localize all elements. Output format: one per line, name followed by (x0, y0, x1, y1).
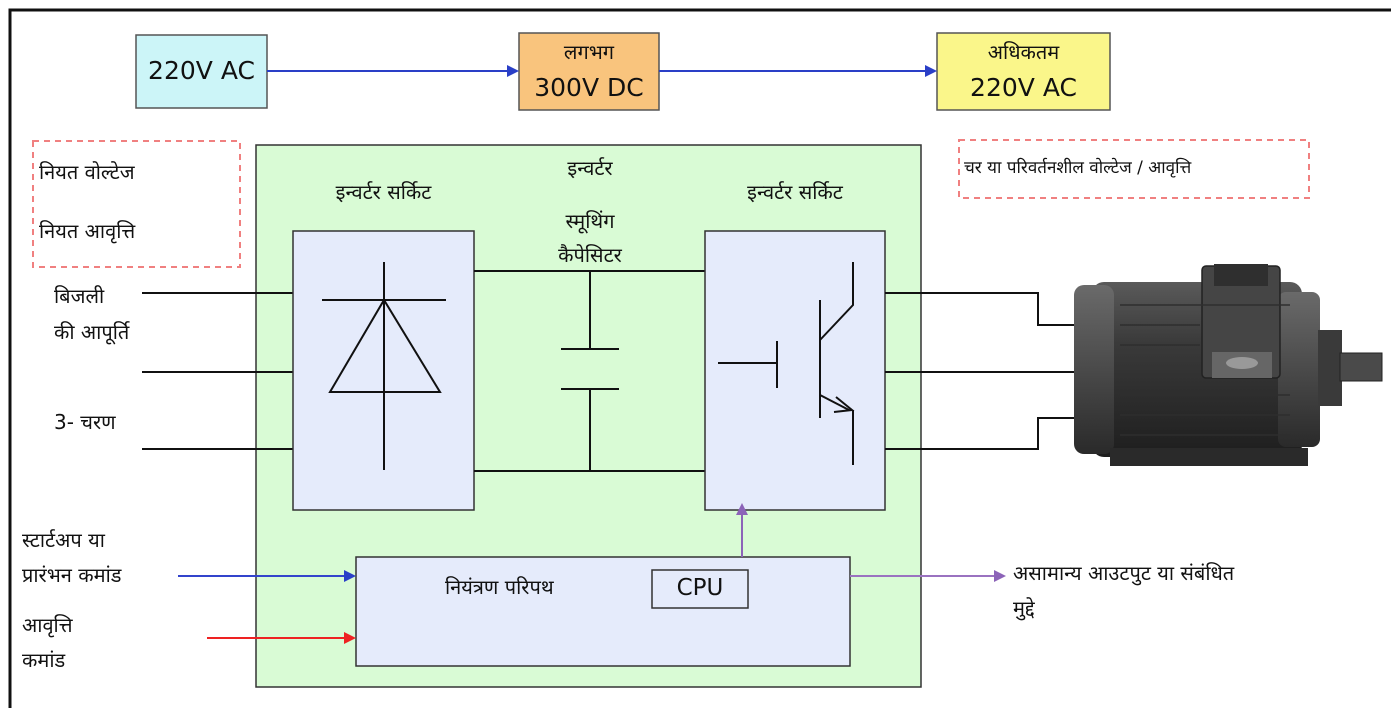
cpu-box (651, 569, 749, 609)
cpu-label: CPU (676, 575, 724, 601)
output-line-3 (885, 417, 1076, 450)
capacitor-label-1: स्मूथिंग (565, 209, 615, 233)
motor-icon (1074, 264, 1383, 466)
power-supply-label-2: की आपूर्ति (54, 320, 130, 344)
inverter-block (704, 230, 886, 511)
outer-frame (8, 8, 1391, 708)
dc-stage-label-top: लगभग (563, 40, 615, 64)
capacitor-icon (561, 271, 619, 471)
dc-stage-box (518, 32, 660, 111)
fixed-note-box (32, 140, 241, 268)
transistor-icon (718, 262, 855, 465)
input-stage-box (135, 34, 268, 109)
diode-icon (322, 262, 446, 470)
startup-command-label-1: स्टार्टअप या (22, 528, 105, 552)
output-stage-label-bottom: 220V AC (970, 73, 1077, 102)
control-circuit-block (355, 556, 851, 667)
three-phase-label: 3- चरण (54, 410, 116, 434)
inverter-title: इन्वर्टर (567, 156, 613, 180)
dc-stage-label-bottom: 300V DC (534, 73, 644, 102)
control-circuit-label: नियंत्रण परिपथ (445, 575, 554, 599)
frequency-command-label-1: आवृत्ति (22, 613, 73, 637)
frequency-command-label-2: कमांड (22, 648, 66, 672)
input-stage-label: 220V AC (148, 56, 255, 85)
output-stage-box (936, 32, 1111, 111)
right-circuit-label: इन्वर्टर सर्किट (747, 180, 843, 204)
abnormal-output-label-2: मुद्दे (1013, 596, 1035, 620)
abnormal-output-label-1: असामान्य आउटपुट या संबंधित (1013, 561, 1235, 585)
variable-note-box (958, 139, 1310, 199)
output-stage-label-top: अधिकतम (987, 40, 1060, 64)
variable-note: चर या परिवर्तनशील वोल्टेज / आवृत्ति (964, 158, 1192, 178)
left-circuit-label: इन्वर्टर सर्किट (335, 180, 432, 204)
startup-command-label-2: प्रारंभन कमांड (22, 563, 122, 587)
fixed-voltage-note: नियत वोल्टेज (39, 160, 135, 184)
output-line-1 (885, 292, 1076, 326)
fixed-frequency-note: नियत आवृत्ति (39, 219, 136, 243)
capacitor-label-2: कैपेसिटर (558, 243, 622, 267)
power-supply-label-1: बिजली (54, 284, 105, 308)
